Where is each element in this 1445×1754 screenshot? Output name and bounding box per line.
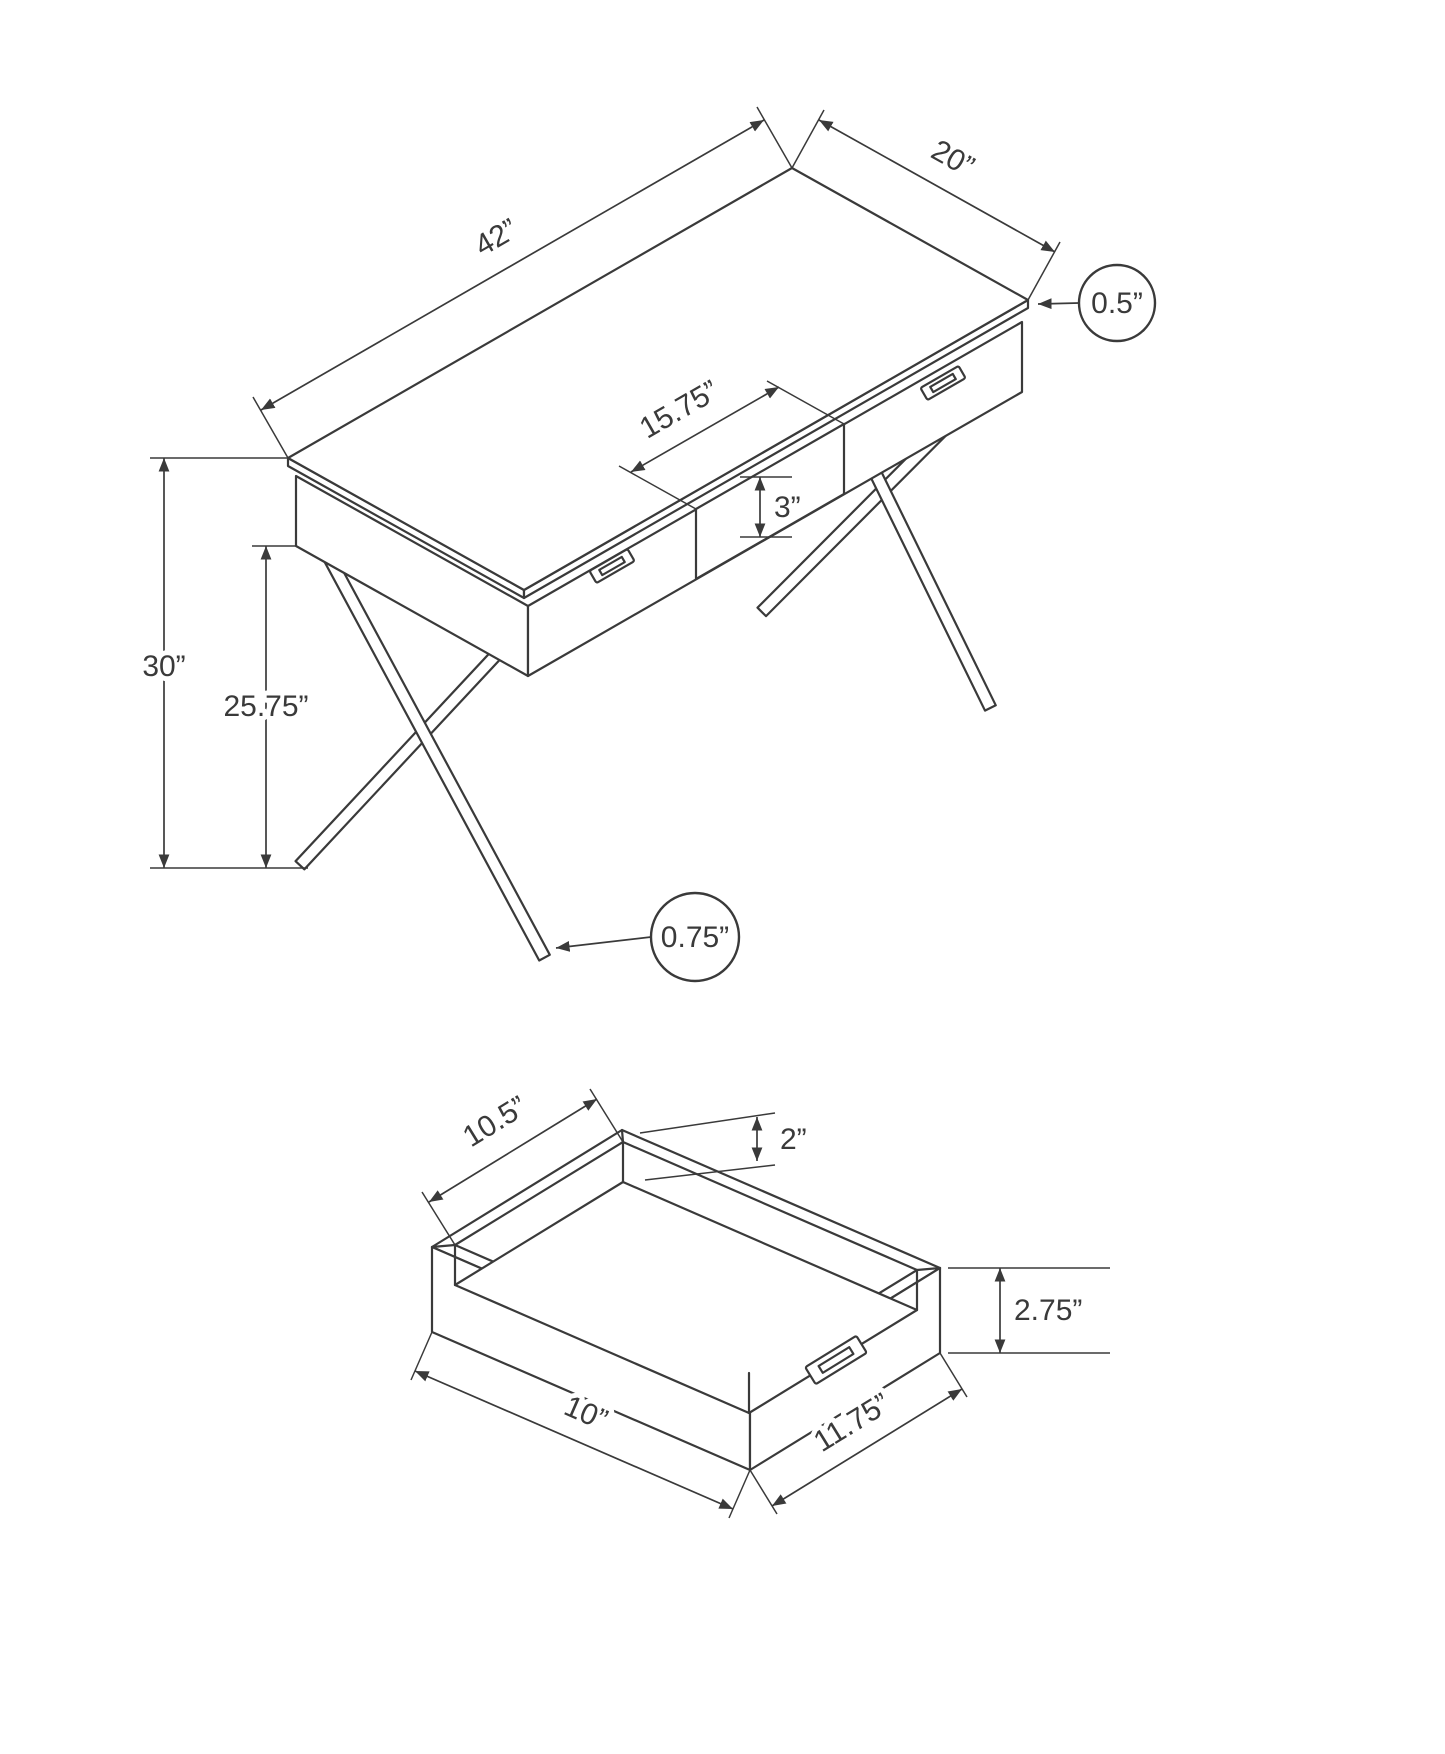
handle-inner: [817, 1346, 855, 1374]
handle-inner: [598, 555, 626, 577]
dimension-line: [428, 1098, 598, 1203]
dimension-leg-clearance: 25.75”: [218, 545, 314, 868]
handle-inner: [929, 372, 957, 394]
dimension-line: [771, 1388, 963, 1507]
extension-line: [252, 396, 289, 459]
callout-circle: [1077, 263, 1157, 343]
dimension-line: [818, 119, 1056, 253]
desk-legs: [294, 409, 997, 962]
extension-line: [756, 106, 793, 169]
desk-figure: 42” 20” 0.5” 15.75” 3”: [137, 106, 1157, 983]
dimension-line: [414, 1370, 734, 1510]
callout-top-thickness: 0.5”: [1037, 263, 1157, 343]
callout-leg-thickness: 0.75”: [555, 891, 741, 983]
dimension-label-leg-clearance: 25.75”: [223, 690, 308, 723]
dimension-label-depth: 20”: [926, 134, 980, 184]
desk-leg-right-front: [858, 448, 997, 712]
drawer-interior-walls: [453, 1140, 919, 1415]
dimension-label-top-thickness: 0.5”: [1091, 287, 1143, 320]
rim-join: [915, 1266, 942, 1272]
extension-line: [1027, 241, 1061, 301]
drawer-handle: [804, 1335, 868, 1385]
rim-join: [620, 1128, 625, 1144]
dimension-line: [260, 119, 765, 411]
desk-open-compartment: [694, 422, 846, 581]
dimension-label-leg-thickness: 0.75”: [661, 921, 729, 954]
extension-line: [728, 1469, 751, 1519]
desk-left-drawer-handle: [589, 548, 635, 584]
extension-line: [618, 465, 697, 510]
dimension-label-inner-depth: 2”: [780, 1123, 807, 1156]
leader-line: [1037, 298, 1080, 310]
dimension-label-overall-height: 30”: [142, 650, 185, 683]
dimension-drawer-front-height: 2.75”: [948, 1267, 1110, 1354]
rim-join: [430, 1243, 457, 1249]
extension-line: [410, 1331, 433, 1381]
extension-line: [749, 1469, 778, 1515]
leader-line: [555, 936, 652, 952]
dimension-opening-height: 3”: [740, 476, 806, 538]
dimension-overall-height: 30”: [137, 457, 308, 869]
extension-line: [766, 380, 845, 425]
dimension-label-inner-width: 10.5”: [457, 1090, 533, 1154]
dimension-drawer-inner-depth: 2”: [639, 1112, 812, 1181]
dimension-line: [630, 386, 780, 473]
extension-line: [421, 1191, 456, 1246]
drawer-figure: 10.5” 2” 2.75” 10” 11.75”: [410, 1085, 1110, 1519]
callout-circle: [649, 891, 741, 983]
extension-line: [791, 109, 825, 169]
extension-line: [589, 1088, 624, 1143]
extension-line: [939, 1352, 968, 1398]
dimension-label-width: 42”: [469, 213, 523, 263]
dimension-label-opening-height: 3”: [774, 491, 801, 524]
desk-right-drawer-handle: [920, 365, 966, 401]
dimension-label-front-height: 2.75”: [1014, 1294, 1082, 1327]
extension-line: [644, 1164, 776, 1181]
extension-line: [639, 1112, 776, 1134]
